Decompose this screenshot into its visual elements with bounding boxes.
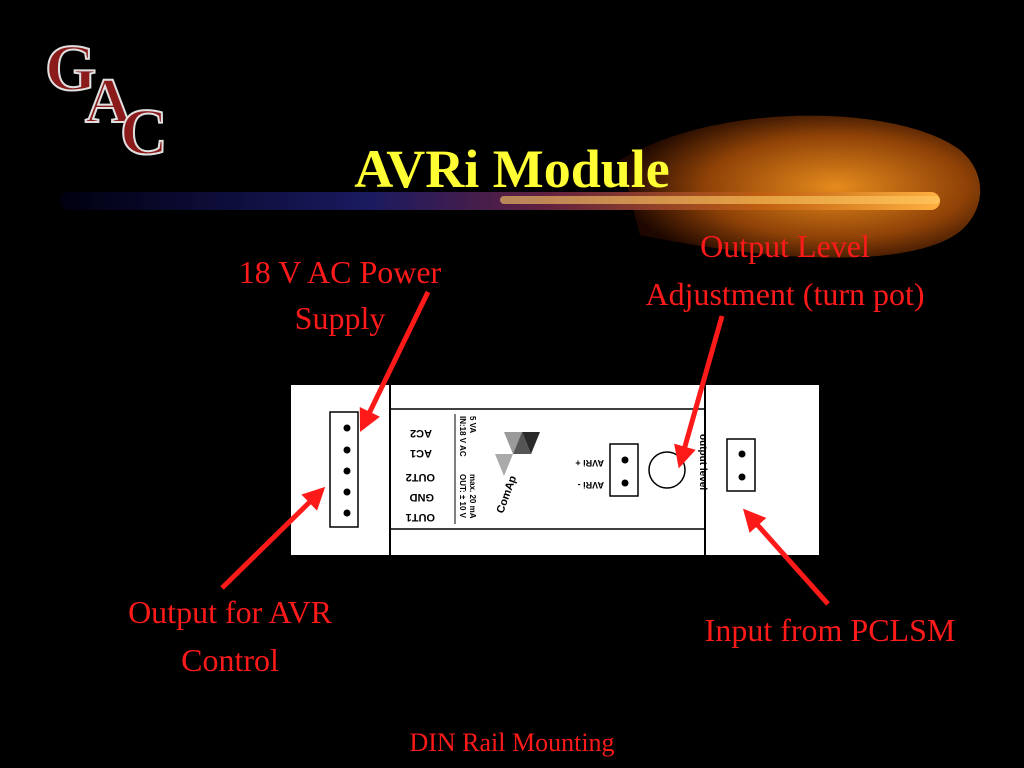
label-out2: OUT2: [406, 471, 435, 483]
power-output-terminal-block: [329, 411, 359, 528]
callout-avr-output-line2: Control: [181, 642, 279, 678]
label-gnd: GND: [410, 491, 435, 503]
label-avri-minus: AVRi -: [578, 480, 604, 490]
label-output-rating: OUT: ± 10 V: [458, 474, 467, 519]
label-ac2: AC2: [410, 427, 432, 439]
footer-text: DIN Rail Mounting: [409, 728, 615, 757]
gac-logo: G A C: [44, 31, 169, 158]
label-avri-plus: AVRi +: [575, 458, 604, 468]
callout-output-level-line1: Output Level: [700, 228, 870, 264]
callout-power-line2: Supply: [294, 300, 386, 336]
avri-module-drawing: AC2 AC1 OUT2 GND OUT1 IN:18 V AC 5 VA OU…: [290, 384, 820, 556]
avri-terminal-block: [609, 443, 639, 497]
callout-pclsm-input: Input from PCLSM: [660, 606, 1000, 654]
pclsm-terminal-block: [726, 438, 756, 492]
logo-letter-g: G: [45, 32, 96, 105]
label-pot-output-level: output level: [697, 434, 708, 490]
callout-output-level: Output Level Adjustment (turn pot): [590, 222, 980, 318]
callout-avr-output-line1: Output for AVR: [128, 594, 332, 630]
slide-title: AVRi Module: [354, 139, 670, 199]
callout-power-supply: 18 V AC Power Supply: [190, 248, 490, 342]
label-input-va: 5 VA: [468, 416, 477, 433]
label-input-rating: IN:18 V AC: [458, 416, 467, 457]
label-out1: OUT1: [406, 511, 435, 523]
callout-avr-output: Output for AVR Control: [80, 588, 380, 684]
callout-pclsm-input-text: Input from PCLSM: [704, 612, 956, 648]
logo-letter-c: C: [120, 96, 168, 158]
label-ac1: AC1: [410, 447, 432, 459]
callout-output-level-line2: Adjustment (turn pot): [645, 276, 925, 312]
label-output-current: max. 20 mA: [468, 474, 477, 519]
callout-power-line1: 18 V AC Power: [238, 254, 442, 290]
output-level-pot: [648, 451, 686, 489]
logo-letter-a: A: [85, 65, 131, 136]
